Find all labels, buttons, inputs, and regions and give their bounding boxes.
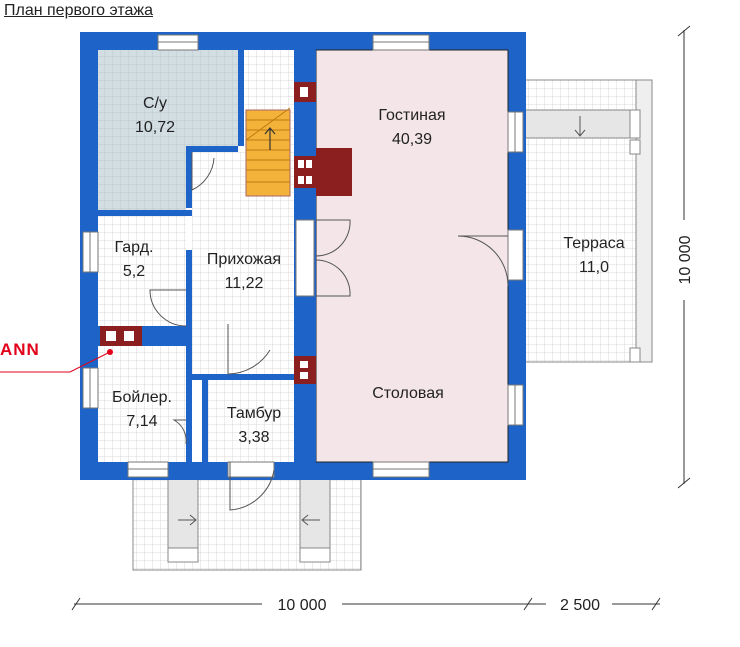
room-living-name: Гостиная	[378, 107, 445, 124]
room-vestibule-area: 3,38	[238, 429, 269, 446]
room-wardrobe-name: Гард.	[115, 239, 154, 256]
vent-chimneys	[0, 82, 316, 384]
room-su-name: С/у	[143, 95, 167, 112]
room-terrace-name: Терраса	[563, 235, 624, 252]
brand-watermark: ANN	[0, 340, 40, 359]
windows	[82, 34, 524, 478]
room-boiler	[98, 346, 186, 462]
terrace	[523, 79, 653, 363]
room-terrace-area: 11,0	[579, 259, 609, 276]
door-swings	[149, 152, 509, 511]
room-hall-name: Прихожая	[207, 251, 281, 268]
page-title: План первого этажа	[4, 2, 153, 19]
dim-height-main: 10 000	[677, 235, 694, 284]
room-vestibule	[208, 380, 294, 462]
room-dining-name: Столовая	[372, 385, 444, 402]
dimension-vertical	[677, 25, 691, 489]
dim-width-main: 10 000	[278, 597, 327, 614]
room-living-dining	[315, 49, 509, 463]
fireplace	[294, 148, 352, 196]
room-su-area: 10,72	[135, 119, 175, 136]
dimension-horizontal	[71, 597, 661, 611]
room-boiler-area: 7,14	[126, 413, 157, 430]
room-wardrobe-area: 5,2	[123, 263, 145, 280]
room-boiler-name: Бойлер.	[112, 389, 172, 406]
room-labels: С/у 10,72 Гостиная 40,39 Терраса 11,0 Га…	[112, 95, 625, 446]
dim-width-terrace: 2 500	[560, 597, 600, 614]
room-hall-area: 11,22	[225, 275, 264, 292]
room-living-area: 40,39	[392, 131, 432, 148]
stairs	[245, 107, 291, 197]
room-wardrobe	[98, 216, 186, 326]
room-vestibule-name: Тамбур	[227, 405, 281, 422]
